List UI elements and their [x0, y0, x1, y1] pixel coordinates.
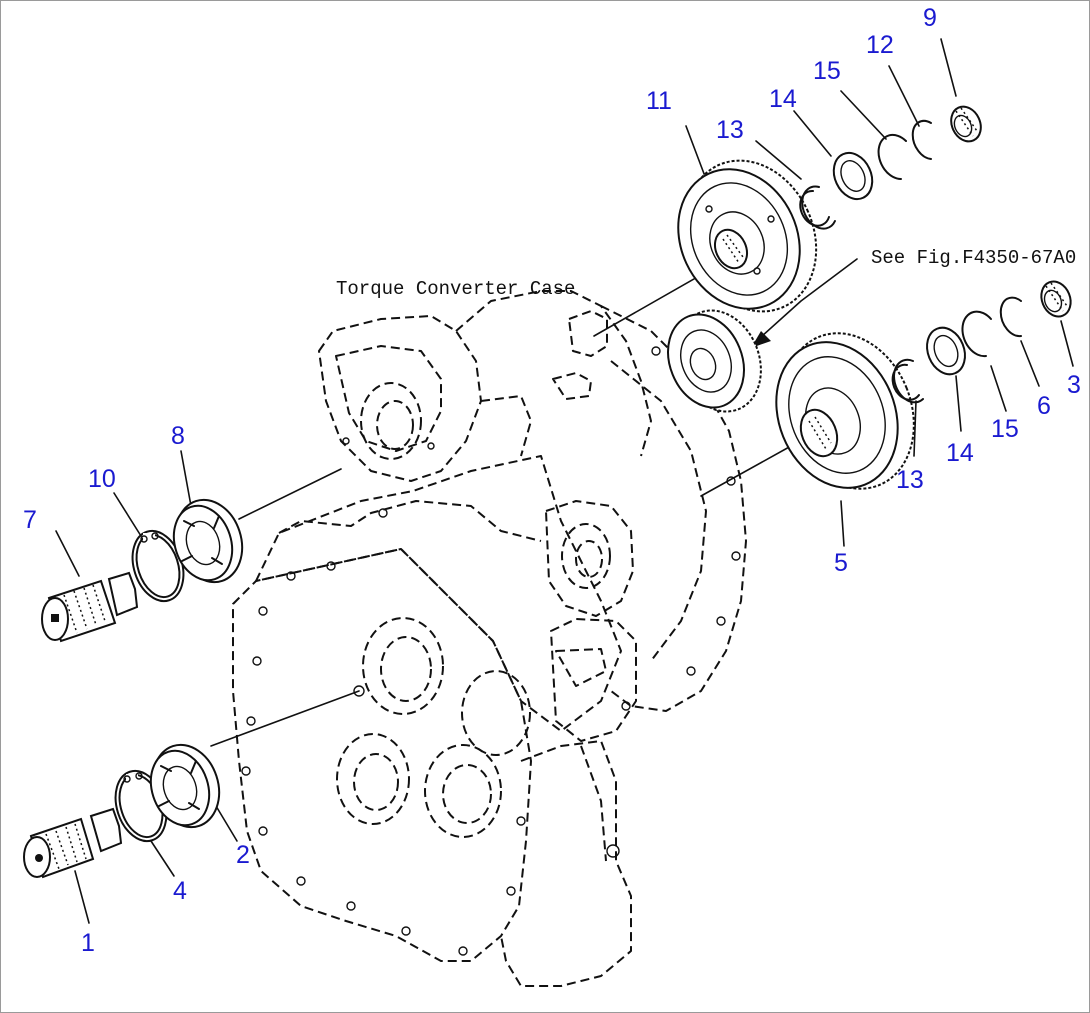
reference-bearing: [667, 309, 762, 413]
reference-label: See Fig.F4350-67A0: [871, 247, 1076, 269]
callout-9: 9: [923, 4, 937, 32]
part-7-splined-shaft: [41, 571, 139, 643]
callout-14-upper: 14: [769, 85, 797, 113]
callout-2: 2: [236, 841, 250, 869]
callout-1: 1: [81, 929, 95, 957]
callout-7: 7: [23, 506, 37, 534]
callout-14-lower: 14: [946, 439, 974, 467]
torque-converter-case: [232, 290, 747, 987]
part-1-splined-shaft: [23, 807, 123, 879]
part-10-snap-ring: [131, 529, 185, 603]
callout-15-lower: 15: [991, 415, 1019, 443]
leader-lines: [55, 38, 1074, 924]
callout-8: 8: [171, 422, 185, 450]
callout-12: 12: [866, 31, 894, 59]
upper-ring-stack: [799, 105, 982, 230]
case-label: Torque Converter Case: [336, 278, 575, 300]
callout-10: 10: [88, 465, 116, 493]
callout-4: 4: [173, 877, 187, 905]
part-2-bearing: [149, 743, 221, 829]
callout-15-upper: 15: [813, 57, 841, 85]
part-8-bearing: [172, 498, 244, 584]
callout-11: 11: [646, 87, 672, 115]
callout-3: 3: [1067, 371, 1081, 399]
lower-ring-stack: [891, 280, 1072, 404]
callout-5: 5: [834, 549, 848, 577]
part-5-gear: [775, 332, 915, 490]
callout-13-lower: 13: [896, 466, 924, 494]
callout-6: 6: [1037, 392, 1051, 420]
callout-13-upper: 13: [716, 116, 744, 144]
callout-numbers: 1 2 3 4 5 6 7 8 9 10 11 12 13 13 14 14 1…: [23, 4, 1081, 957]
part-11-gear: [677, 159, 818, 313]
